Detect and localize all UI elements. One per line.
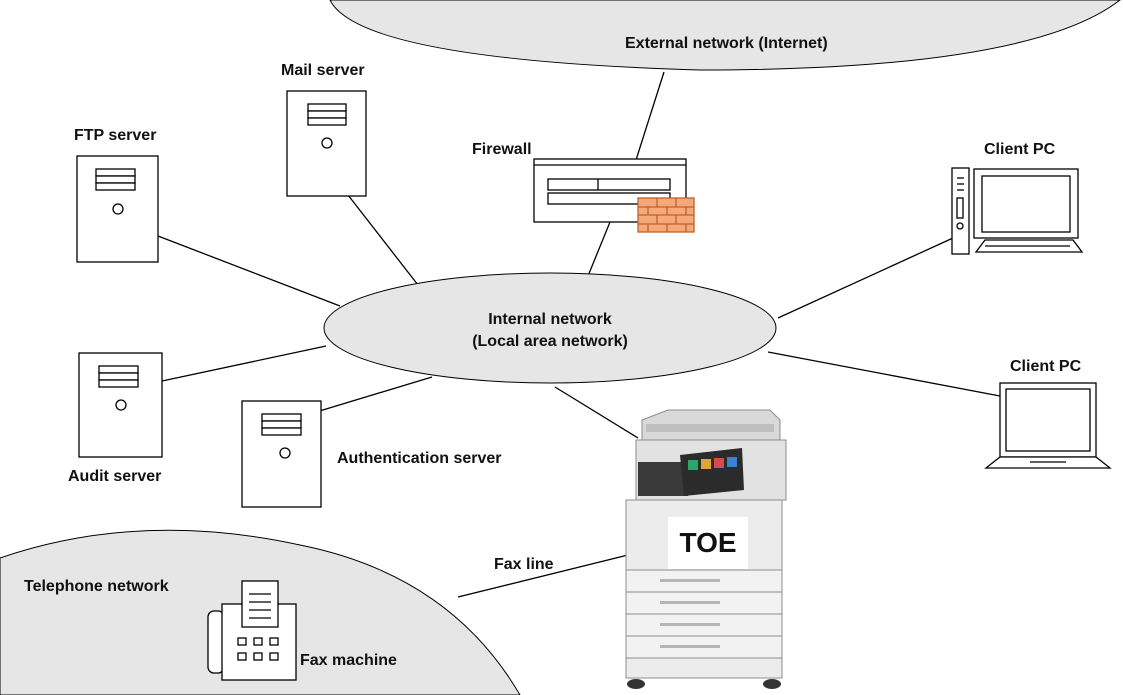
line-laptop-lan [767,351,1001,397]
line-auth-lan [302,376,433,417]
line-ftp-lan [157,235,341,307]
internal-network-ellipse [323,272,777,384]
authentication-server-icon [241,400,322,508]
fax-line-label: Fax line [494,556,554,573]
connection-lines [157,71,1001,598]
ftp-server-icon [76,155,159,263]
mail-server-label: Mail server [281,62,365,79]
client-pc-desktop-label: Client PC [984,141,1056,158]
mail-server-icon [286,90,367,197]
audit-server-label: Audit server [68,468,162,485]
fax-machine-label: Fax machine [300,652,397,669]
line-mail-lan [347,194,419,286]
toe-label: TOE [668,517,748,569]
firewall-label: Firewall [472,141,532,158]
line-internet-firewall [635,71,665,161]
ftp-server-label: FTP server [74,127,157,144]
fax-machine-icon [207,580,297,681]
external-network-label: External network (Internet) [625,35,828,52]
line-audit-lan [161,345,327,382]
authentication-server-label: Authentication server [337,450,502,467]
internal-network-label-line1: Internal network [488,311,612,328]
multifunction-printer-icon [625,409,787,689]
line-lan-toe [554,386,639,439]
internal-network-label-line2: (Local area network) [472,333,628,350]
laptop-icon [984,382,1112,469]
client-pc-laptop-label: Client PC [1010,358,1082,375]
brick-wall-icon [637,197,695,233]
audit-server-icon [78,352,163,458]
line-desktop-lan [777,237,954,319]
line-firewall-lan [587,221,611,277]
line-fax-toe [457,554,629,598]
desktop-computer-icon [951,167,1084,255]
external-network-ellipse [329,0,1121,71]
telephone-network-label: Telephone network [24,578,169,595]
